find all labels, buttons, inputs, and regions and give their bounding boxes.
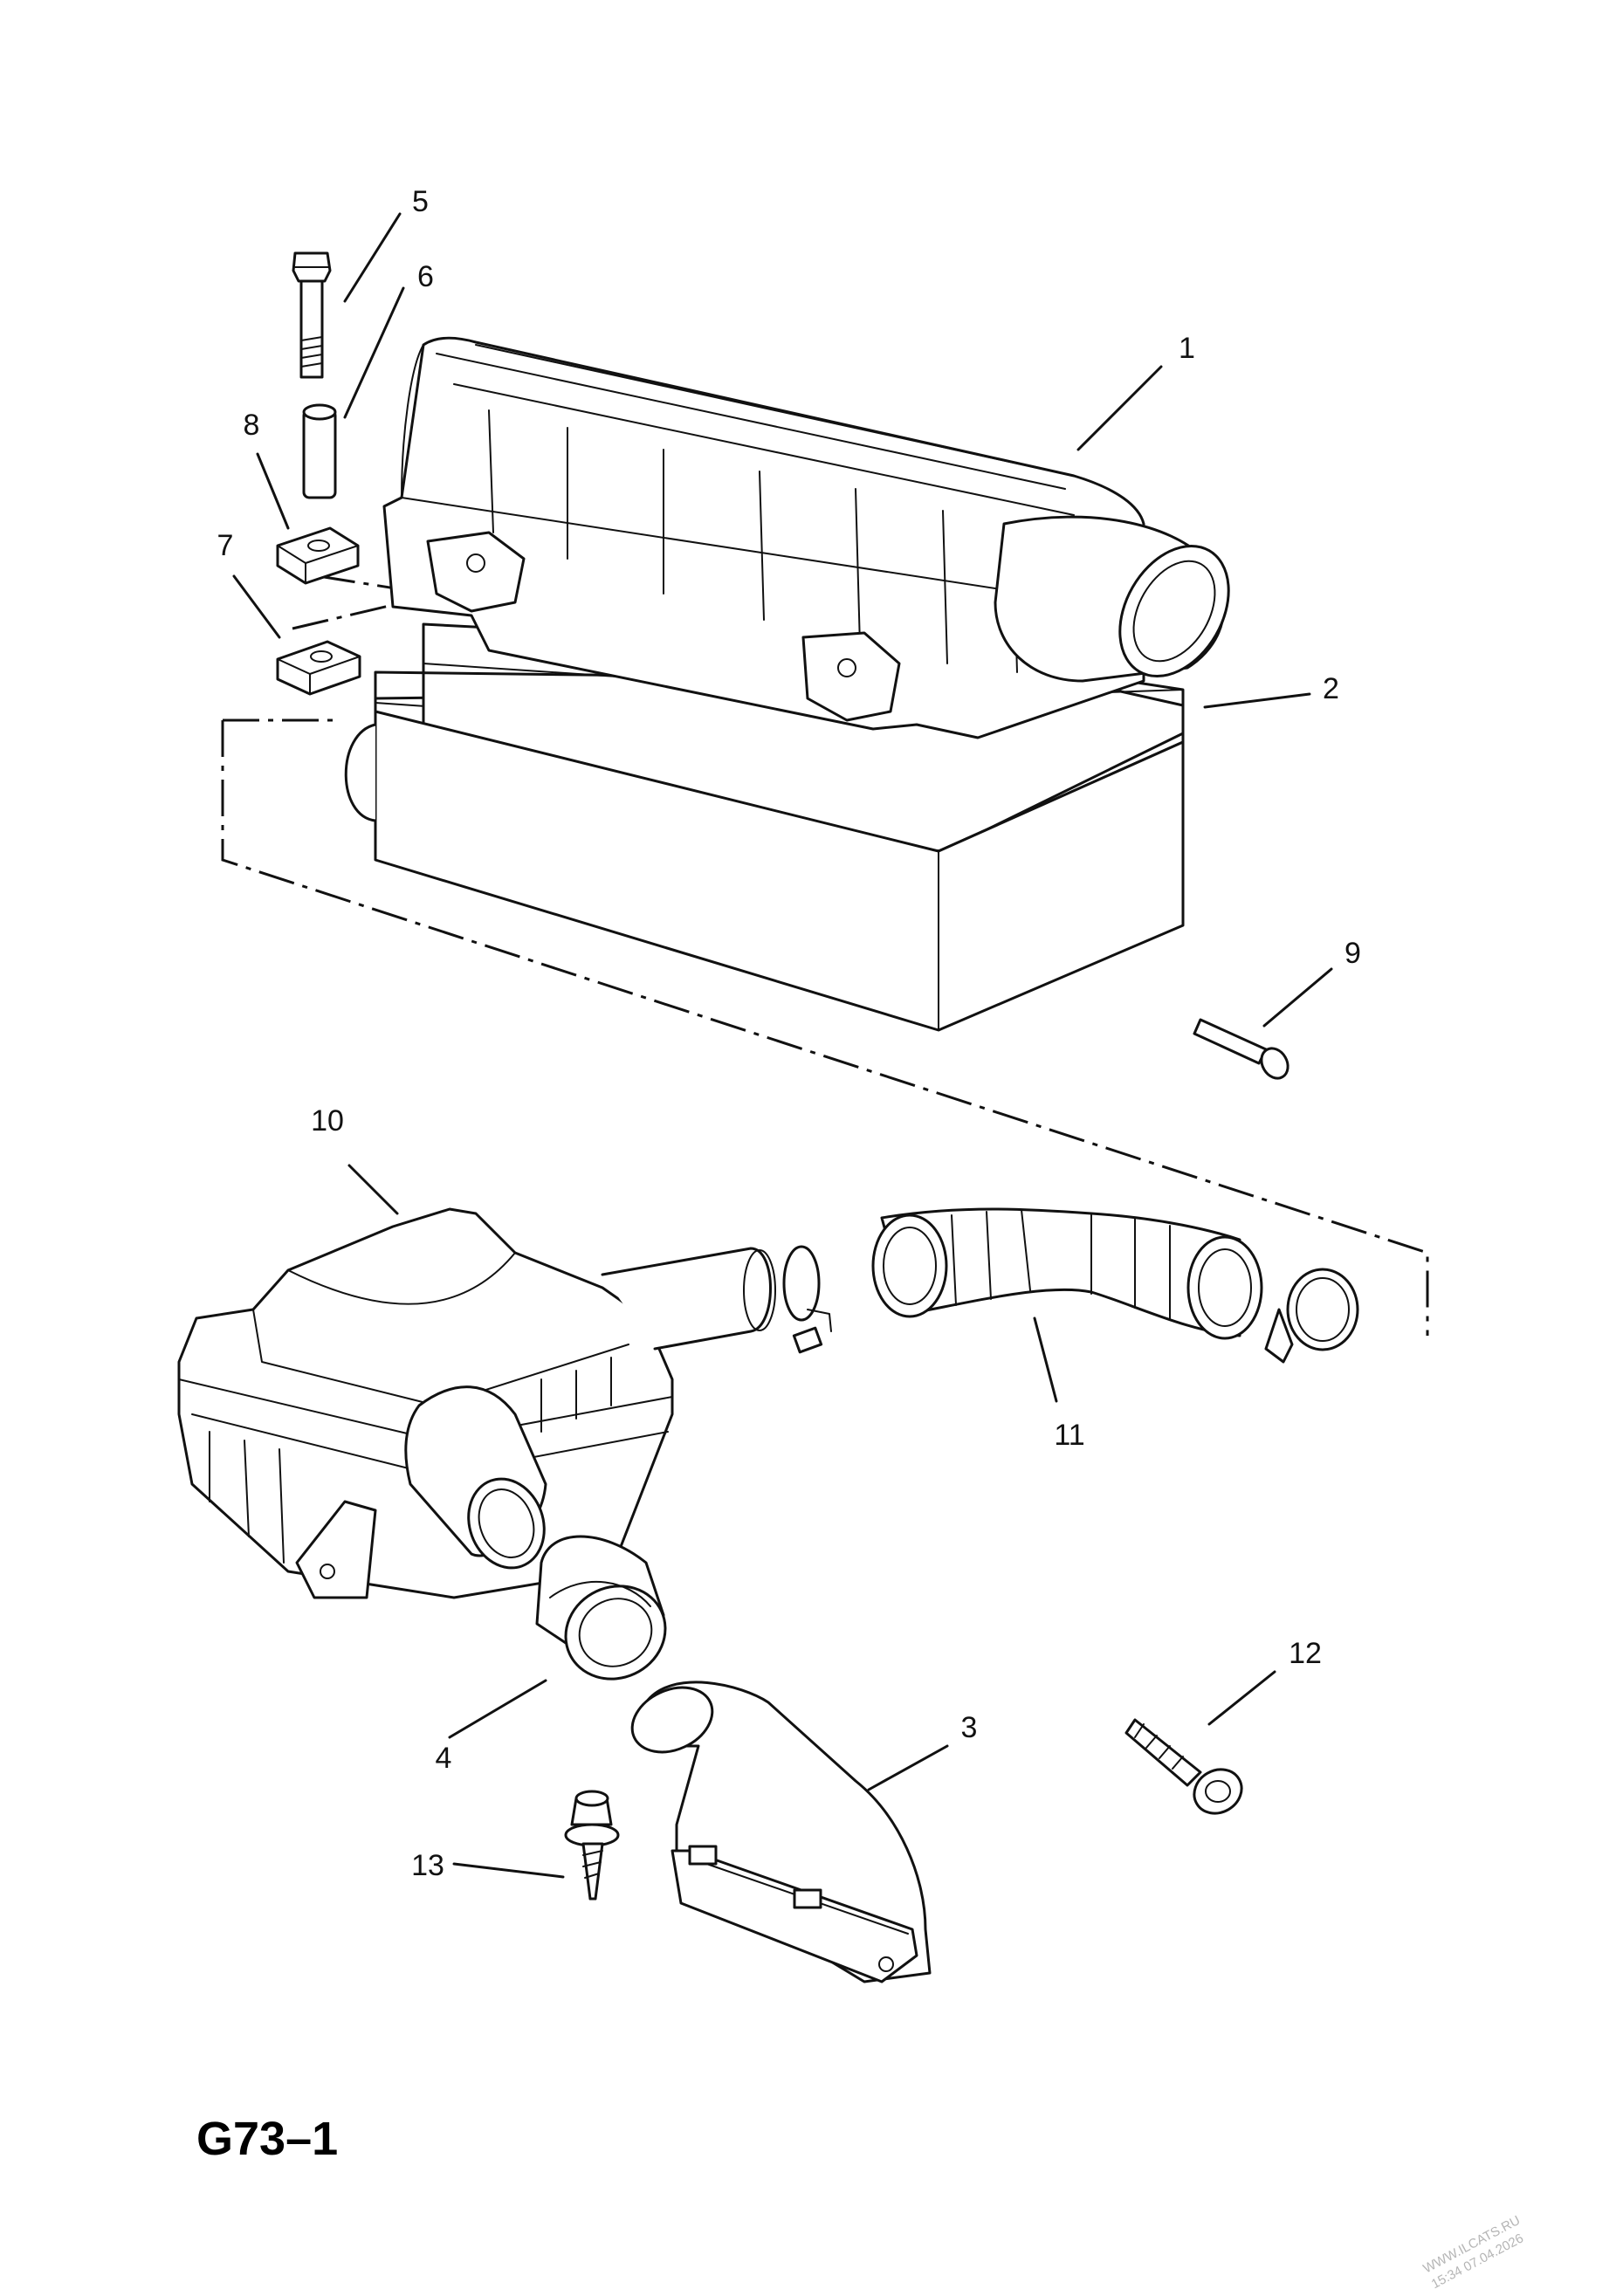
part-4-rubber-connector [535, 1535, 667, 1681]
callout-11: 11 [1054, 1419, 1084, 1452]
callout-1: 1 [1179, 332, 1195, 365]
leader-6 [343, 286, 405, 419]
leader-13 [452, 1862, 565, 1879]
part-5-bolt [292, 251, 332, 379]
part-1-air-cleaner-cover [382, 336, 1230, 739]
leader-5 [343, 212, 402, 303]
part-11-hose-with-clamps [782, 1207, 1359, 1364]
leader-2 [1203, 692, 1311, 709]
callout-2: 2 [1323, 672, 1339, 705]
leader-10 [347, 1164, 399, 1215]
callout-10: 10 [311, 1104, 344, 1138]
callout-13: 13 [411, 1849, 444, 1882]
leader-9 [1262, 967, 1333, 1028]
callout-8: 8 [244, 409, 260, 442]
leader-7 [232, 574, 281, 639]
callout-4: 4 [436, 1742, 452, 1775]
part-9-pin-bolt [1193, 1018, 1289, 1080]
callout-6: 6 [417, 260, 434, 293]
part-7-rubber-mount [276, 640, 361, 696]
leader-4 [448, 1679, 547, 1739]
diagram-code: G73–1 [196, 2113, 338, 2165]
leader-11 [1033, 1316, 1058, 1403]
leader-12 [1207, 1670, 1276, 1726]
callout-9: 9 [1344, 937, 1361, 970]
callout-5: 5 [412, 185, 429, 218]
callout-labels: 5 6 8 7 1 2 9 10 11 4 3 12 13 [217, 185, 1361, 1882]
watermark: WWW.ILCATS.RU 15:34 07.04.2026 [1420, 2213, 1525, 2292]
leader-8 [256, 452, 290, 530]
lower-housing-block [344, 710, 1185, 1032]
leader-3 [867, 1744, 949, 1791]
leader-1 [1076, 365, 1163, 451]
part-13-screw [564, 1790, 620, 1901]
part-10-air-cleaner-housing [177, 1207, 776, 1599]
callout-7: 7 [217, 529, 234, 562]
leader-lines [232, 212, 1333, 1879]
part-8-rubber-mount [276, 526, 360, 585]
part-3-intake-duct [630, 1681, 932, 1983]
callout-3: 3 [961, 1711, 978, 1744]
callout-12: 12 [1289, 1637, 1322, 1670]
part-12-screw [1124, 1718, 1243, 1815]
part-6-sleeve [302, 403, 337, 499]
